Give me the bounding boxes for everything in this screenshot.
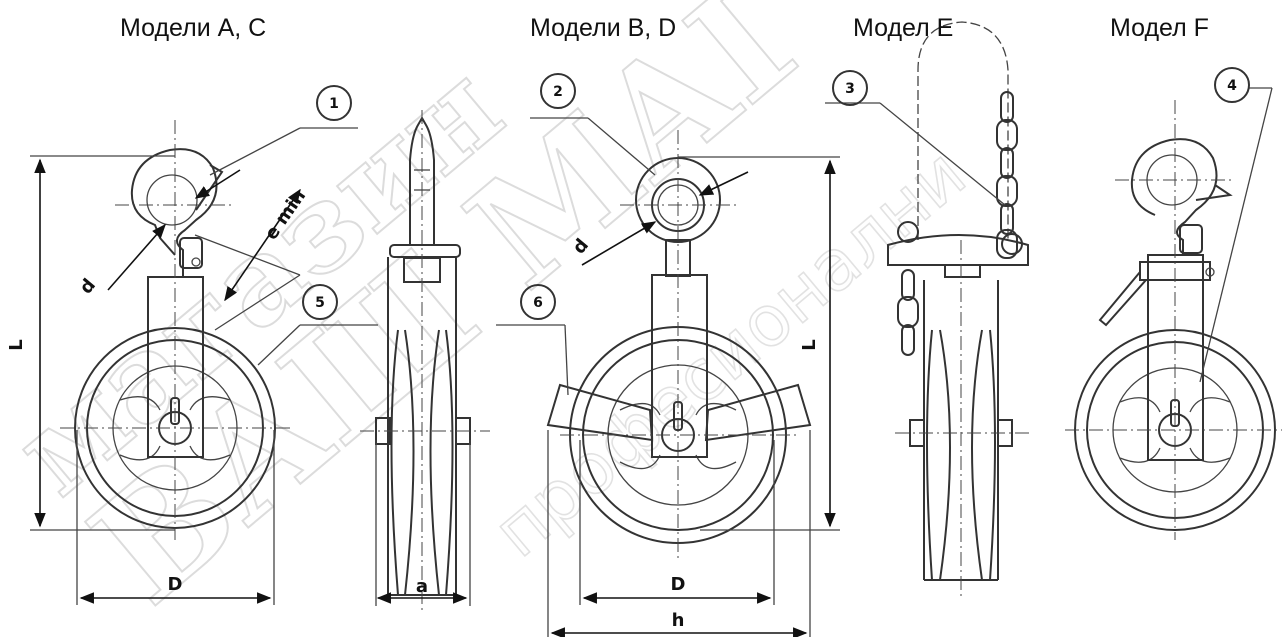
dim-label-d-diameter-mid: D <box>671 574 686 595</box>
model-f-drawing <box>1065 87 1282 540</box>
callout-5: 5 <box>302 284 338 320</box>
svg-text:2: 2 <box>553 84 563 100</box>
svg-text:1: 1 <box>329 96 339 112</box>
dim-label-h: h <box>672 610 685 631</box>
model-ac-side-drawing <box>360 110 490 610</box>
callout-4: 4 <box>1214 67 1250 103</box>
heading-model-f: Модел F <box>1110 14 1209 42</box>
callout-3: 3 <box>832 70 868 106</box>
callout-6: 6 <box>520 284 556 320</box>
svg-text:3: 3 <box>845 81 855 97</box>
heading-model-ac: Модели A, C <box>120 14 267 42</box>
model-e-drawing <box>825 21 1030 600</box>
heading-model-bd: Модели B, D <box>530 14 677 42</box>
callout-2: 2 <box>540 73 576 109</box>
svg-text:5: 5 <box>315 295 325 311</box>
dim-label-l-mid: L <box>799 339 820 350</box>
dim-label-a: a <box>416 576 428 597</box>
dim-label-l-left: L <box>6 339 27 350</box>
heading-model-e: Модел E <box>853 14 954 42</box>
svg-text:6: 6 <box>533 295 543 311</box>
model-ac-drawing <box>30 120 378 605</box>
callout-1: 1 <box>316 85 352 121</box>
dim-label-d-diameter-left: D <box>168 574 183 595</box>
svg-text:4: 4 <box>1227 78 1237 94</box>
dim-label-d-left: d <box>76 275 100 298</box>
model-bd-drawing <box>496 117 840 637</box>
